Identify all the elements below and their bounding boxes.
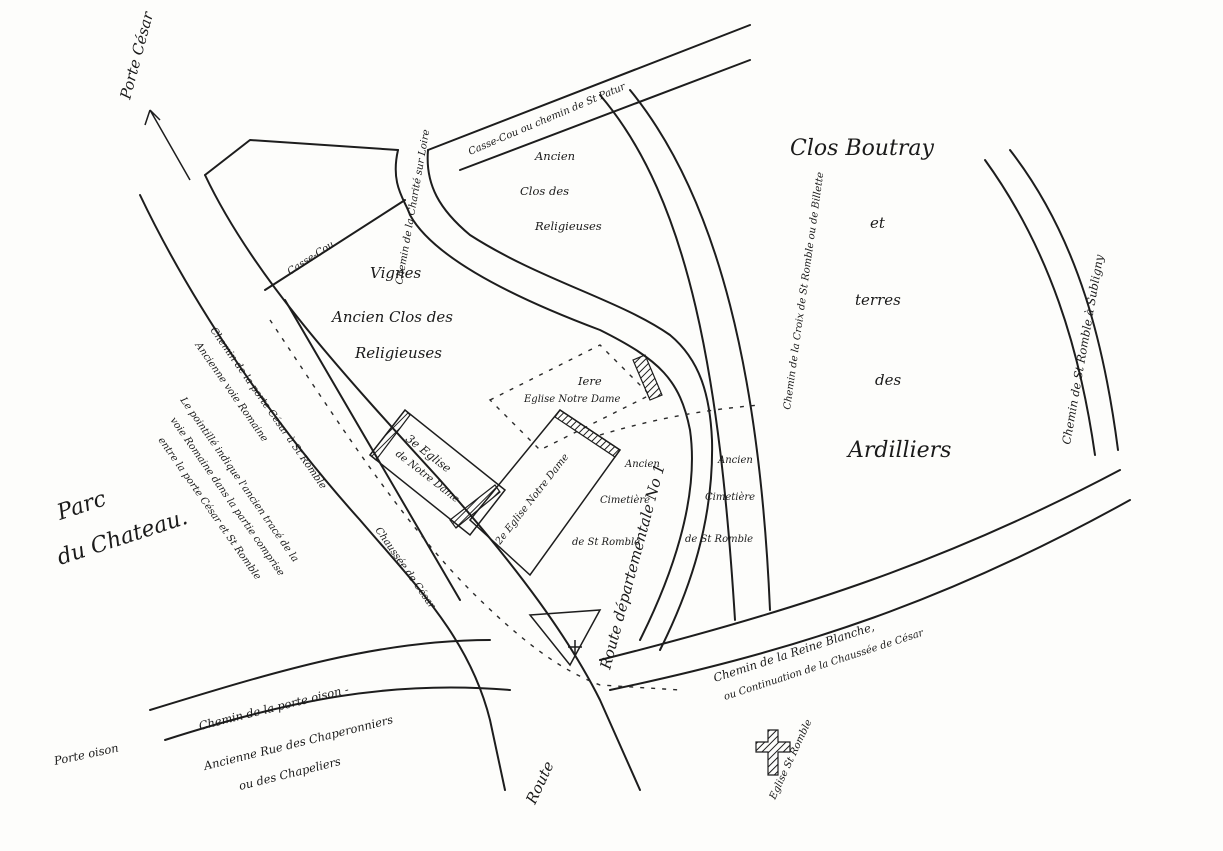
label-ardilliers: Ardilliers [846, 438, 951, 463]
label-route-departementale: Route départementale No 1 [596, 462, 668, 672]
road-triangle [528, 609, 602, 667]
label-route: Route [522, 758, 558, 807]
label-clos-boutray: Clos Boutray [790, 136, 934, 161]
road-sublign-right [1009, 149, 1119, 451]
road-croix-right [629, 89, 771, 611]
road-croix-left [599, 94, 736, 621]
label-porte-oison: Porte oison [52, 741, 120, 769]
label-chemin-st-patur: Casse-Cou ou chemin de St Patur [467, 81, 628, 158]
label-porte-cesar: Porte César [116, 9, 157, 102]
label-eglise1-b: Eglise Notre Dame [523, 394, 620, 405]
road-st-patur-a [427, 24, 751, 151]
label-ancien-clos-2: Clos des [520, 184, 569, 198]
road-porte-oison-a [149, 639, 491, 711]
label-vignes-1: Vignes [370, 264, 422, 282]
north-arrow-icon [144, 109, 191, 181]
road-charite-right [426, 149, 714, 651]
label-ancien-clos-1: Ancien [534, 149, 575, 163]
label-cimetiere-b-2: Cimetière [705, 492, 755, 503]
label-pointille-2: voie Romaine dans la partie comprise [168, 415, 287, 578]
road-porte-oison-b [164, 686, 511, 741]
road-reine-blanche-a [599, 469, 1121, 661]
road-porte-cesar-left [139, 194, 506, 791]
label-clos-terres: terres [855, 291, 901, 309]
road-st-patur-b [459, 59, 751, 171]
label-casse-cou: Casse-Cou [286, 239, 337, 277]
label-clos-des: des [875, 371, 901, 389]
church-cross-icon [755, 729, 791, 776]
eglise2-wall [554, 409, 621, 458]
road-charite-left [394, 149, 693, 641]
eglise3-wall-b [449, 484, 501, 529]
road-porte-cesar-right [204, 174, 641, 791]
label-parc-1: Parc [53, 487, 109, 526]
label-vignes-3: Religieuses [354, 344, 442, 362]
label-ancien-clos-3: Religieuses [534, 219, 602, 233]
road-reine-blanche-b [609, 499, 1131, 691]
label-clos-et: et [870, 214, 886, 232]
label-cimetiere-b-1: Ancien [717, 455, 753, 466]
label-cimetiere-a-3: de St Romble [572, 537, 640, 548]
cross-mark [568, 640, 582, 655]
label-chaussee-cesar: Chaussée de César [373, 525, 438, 612]
label-cimetiere-a-2: Cimetière [600, 495, 650, 506]
label-chemin-croix: Chemin de la Croix de St Romble ou de Bi… [782, 171, 826, 410]
road-sublign-left [984, 159, 1096, 456]
label-cimetiere-b-3: de St Romble [685, 534, 753, 545]
label-cimetiere-a-1: Ancien [624, 459, 660, 470]
label-eglise1-a: Iere [577, 374, 602, 388]
cemetery-boundary [599, 404, 761, 436]
road-casse-cou-left-2 [204, 139, 399, 176]
parc-boundary [284, 299, 461, 601]
eglise3-wall-a [369, 409, 411, 461]
label-vignes-2: Ancien Clos des [330, 308, 453, 326]
eglise1-wall [632, 354, 663, 401]
road-casse-cou-left [264, 199, 406, 291]
label-chemin-charite: Chemin de la Charité sur Loire [394, 129, 432, 286]
